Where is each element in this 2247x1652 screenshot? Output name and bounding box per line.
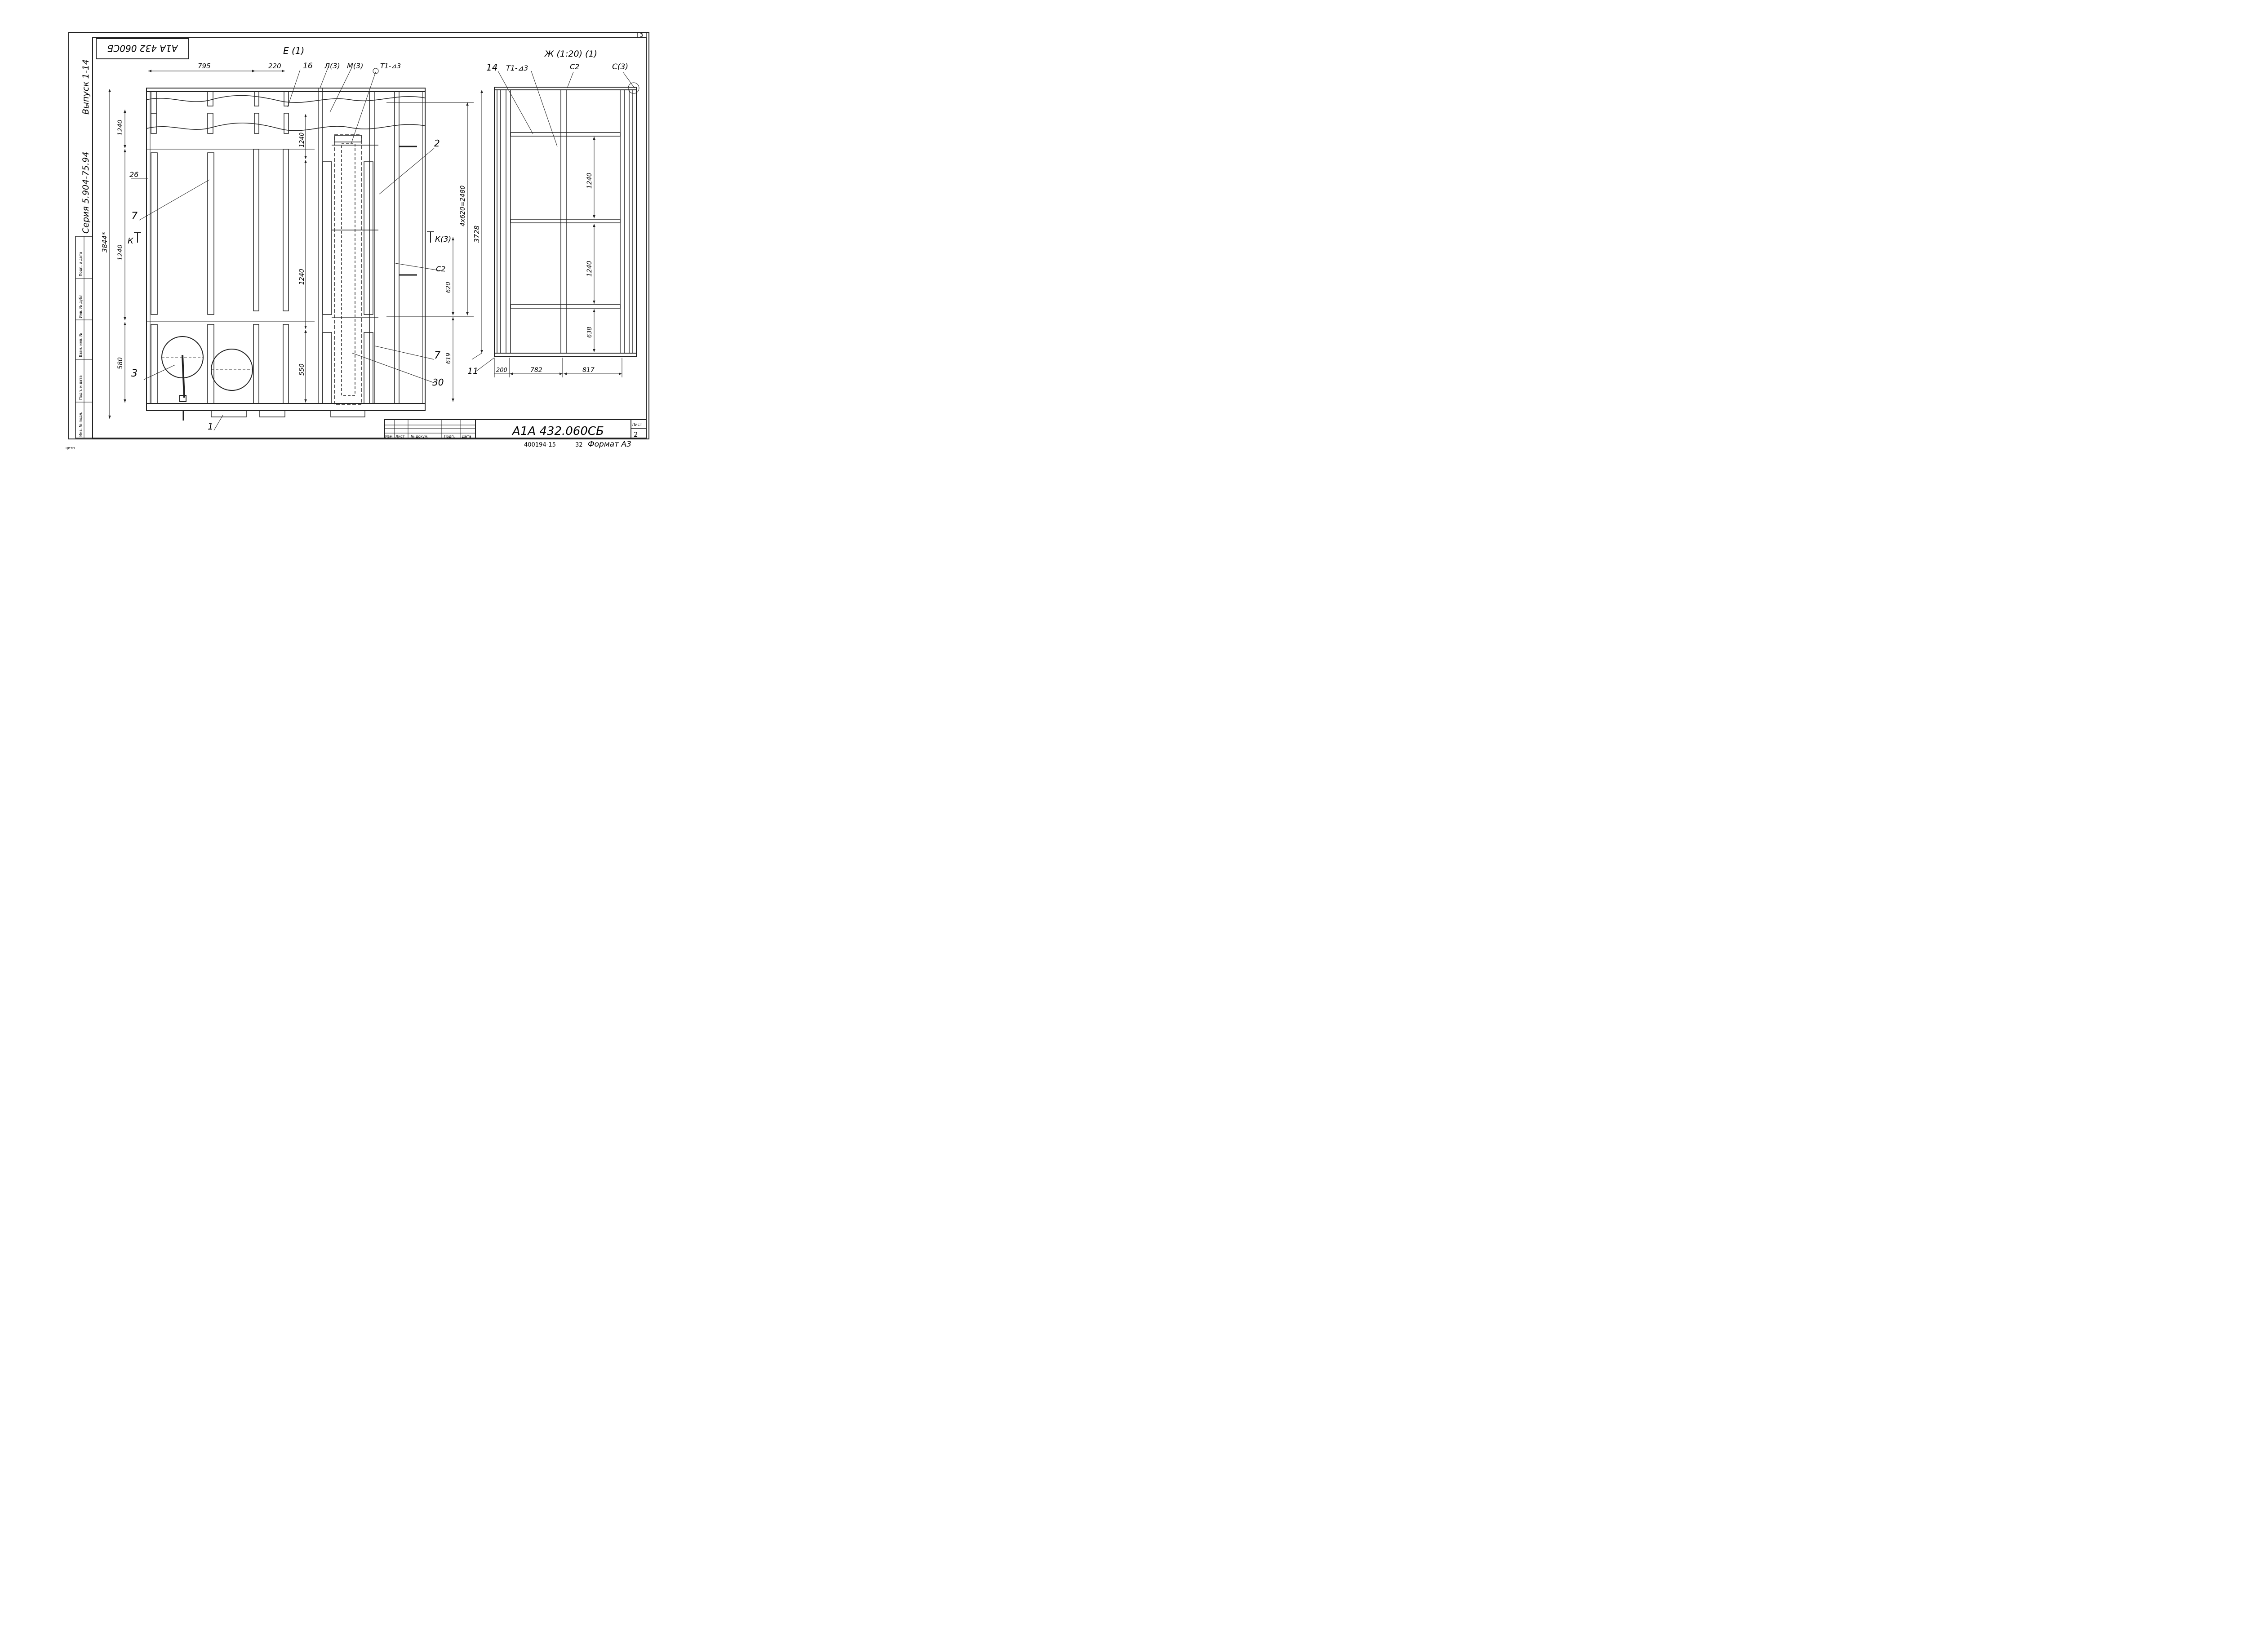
side-stamp-cell-1: Инв. № подл. (79, 412, 83, 437)
callout-26: 26 (129, 170, 138, 179)
archive-number: 400194-15 (524, 442, 556, 448)
callout-3: 3 (131, 368, 138, 379)
corner-box (637, 32, 647, 38)
left-dimension-lines (108, 67, 474, 431)
round-flanges (161, 336, 253, 402)
drawing-sheet: 3 А1А 432 060СБ Выпуск 1-14 Серия 5.904-… (66, 32, 649, 450)
dim-1240-mid: 1240 (117, 244, 124, 261)
callout-14: 14 (486, 62, 497, 73)
title-col-list: Лист (395, 434, 405, 438)
central-column (318, 88, 417, 405)
drawing-code: А1А 432.060СБ (511, 425, 604, 438)
format-label: Формат А3 (588, 440, 631, 449)
left-view-title: Е (1) (283, 45, 304, 56)
callout-C3: С(3) (612, 62, 628, 71)
dim-1240-b: 1240 (586, 261, 593, 277)
dim-200: 200 (496, 367, 507, 374)
dim-550: 550 (298, 363, 306, 376)
callout-T1: Т1-⊿3 (380, 62, 401, 70)
rotated-code-box (96, 38, 189, 59)
callout-7-left: 7 (131, 211, 138, 222)
right-view-title: Ж (1:20) (1) (544, 49, 597, 59)
callout-16: 16 (303, 62, 313, 71)
title-col-doc: № докум. (411, 434, 428, 438)
bottom-supports (182, 410, 365, 421)
issue-label: Выпуск 1-14 (81, 59, 91, 115)
dim-580: 580 (117, 357, 124, 369)
right-view-frame (494, 87, 637, 357)
callout-7-right: 7 (434, 350, 440, 361)
sheet-label: Лист (632, 423, 642, 427)
title-block (384, 419, 647, 439)
right-dimension-lines (471, 71, 639, 377)
left-view-frame (146, 88, 426, 411)
callout-T1-right: Т1-⊿3 (506, 64, 528, 72)
title-col-izm: Изм (385, 434, 392, 438)
dim-619: 619 (445, 353, 452, 364)
dim-3844: 3844* (101, 232, 109, 252)
sheet-number: 2 (634, 430, 638, 438)
section-K-left: К (128, 236, 134, 246)
series-label: Серия 5.904-75.94 (81, 152, 91, 234)
page-number: 32 (575, 442, 583, 448)
side-stamp-cell-2: Подп. и дата (79, 375, 83, 400)
dim-4x620: 4x620=2480 (459, 186, 466, 226)
rotated-drawing-code: А1А 432 060СБ (107, 43, 179, 54)
callout-11: 11 (467, 366, 478, 376)
section-K3: К(3) (435, 235, 451, 244)
callout-1: 1 (208, 421, 213, 432)
title-col-date: Дата (462, 434, 471, 438)
side-stamp-cell-4: Инв. № дубл. (79, 293, 83, 318)
corner-number: 3 (640, 32, 643, 38)
outer-frame (68, 32, 649, 439)
dim-620: 620 (445, 282, 452, 293)
side-stamp-cell-3: Взам. инв. № (79, 332, 83, 357)
dim-638: 638 (586, 327, 593, 338)
callout-2: 2 (434, 138, 440, 149)
callout-M3: М(3) (347, 62, 363, 70)
callout-L3: Л(3) (324, 62, 340, 70)
title-col-sign: Подп. (444, 434, 455, 438)
side-stamp-cell-5: Подп. и дата (79, 252, 83, 276)
dim-1240-top: 1240 (117, 120, 124, 136)
callout-30: 30 (432, 377, 444, 388)
dim-220: 220 (268, 62, 281, 70)
dim-795: 795 (198, 62, 211, 70)
callout-C2-left: С2 (436, 265, 445, 273)
cited-stamp: ЦИТП (66, 447, 75, 450)
dim-782: 782 (530, 367, 542, 374)
dim-1240-a: 1240 (586, 173, 593, 189)
left-stiffeners (151, 91, 289, 404)
dim-1240-inner-top: 1240 (299, 133, 306, 147)
dim-3728: 3728 (473, 226, 481, 243)
dim-1240-inner-mid: 1240 (298, 269, 306, 285)
dim-817: 817 (582, 367, 595, 374)
callout-C2-right: С2 (570, 62, 579, 71)
